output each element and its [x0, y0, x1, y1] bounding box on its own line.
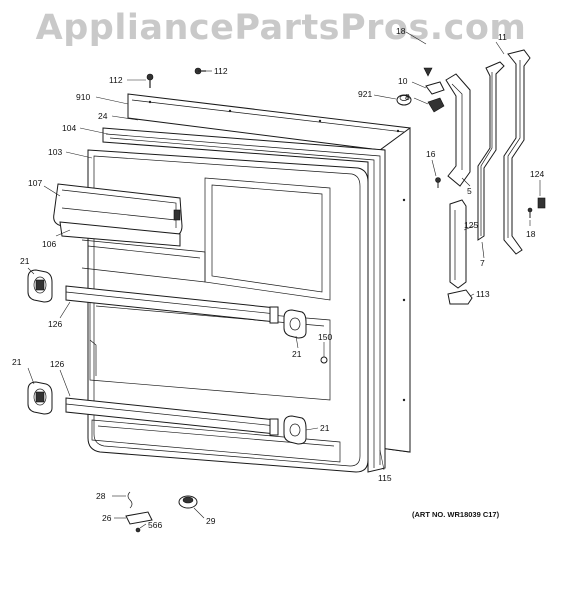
callout-106: 106: [42, 239, 56, 249]
screw-112-left: [146, 73, 154, 88]
callout-5: 5: [467, 186, 472, 196]
shelf-support-right-lower: [283, 415, 307, 445]
callout-910: 910: [76, 92, 90, 102]
part-26: [125, 511, 153, 525]
part-8: [427, 97, 445, 113]
callout-18-top: 18: [396, 26, 406, 36]
callout-107: 107: [28, 178, 42, 188]
callout-150: 150: [318, 332, 332, 342]
callout-921: 921: [358, 89, 372, 99]
part-124: [537, 197, 546, 209]
door-gasket: [102, 127, 386, 473]
dairy-door: [53, 183, 183, 247]
callout-labels: 112 112 910 24 104 103 107 106 21 126 21…: [12, 26, 544, 530]
callout-566: 566: [148, 520, 162, 530]
callout-16: 16: [426, 149, 436, 159]
callout-29: 29: [206, 516, 216, 526]
screw-18-right: [527, 207, 533, 218]
callout-18-right: 18: [526, 229, 536, 239]
part-29: [178, 495, 198, 509]
handle-125: [449, 199, 467, 289]
callout-124: 124: [530, 169, 544, 179]
callout-24: 24: [98, 111, 108, 121]
callout-113: 113: [476, 289, 490, 299]
callout-26: 26: [102, 513, 112, 523]
callout-21-right-lower: 21: [320, 423, 330, 433]
hinge-cover: [445, 73, 471, 187]
callout-10: 10: [398, 76, 408, 86]
callout-112-left: 112: [109, 75, 123, 85]
part-18-top: [423, 67, 433, 77]
callout-103: 103: [48, 147, 62, 157]
callout-28: 28: [96, 491, 106, 501]
screw-112-right: [194, 67, 206, 75]
part-10: [425, 81, 445, 95]
part-921: [396, 94, 412, 106]
callout-21-right-upper: 21: [292, 349, 302, 359]
part-28: [127, 491, 133, 509]
shelf-bar-lower: [65, 397, 279, 436]
hinge-bracket-11: [503, 49, 531, 255]
callout-126-upper: 126: [48, 319, 62, 329]
callout-104: 104: [62, 123, 76, 133]
callout-21-left-upper: 21: [20, 256, 30, 266]
screw-16: [435, 177, 441, 188]
shelf-bar-upper: [65, 285, 279, 324]
callout-112-right: 112: [214, 66, 228, 76]
shelf-support-right-upper: [283, 309, 307, 339]
shelf-support-left-lower: [27, 381, 53, 415]
callout-8: 8: [405, 92, 410, 102]
leader-lines: [27, 31, 541, 529]
watermark: AppliancePartsPros.com: [35, 8, 527, 48]
shelf-support-left-upper: [27, 269, 53, 303]
art-number: (ART NO. WR18039 C17): [412, 510, 500, 519]
callout-125: 125: [464, 220, 478, 230]
callout-115: 115: [378, 473, 392, 483]
callout-11: 11: [498, 32, 507, 42]
callout-21-left-lower: 21: [12, 357, 22, 367]
screw-566: [135, 527, 141, 533]
callout-126-lower: 126: [50, 359, 64, 369]
callout-7: 7: [480, 258, 485, 268]
screw-150: [320, 342, 328, 364]
part-113: [447, 289, 473, 305]
hinge-bracket-7: [477, 61, 505, 241]
